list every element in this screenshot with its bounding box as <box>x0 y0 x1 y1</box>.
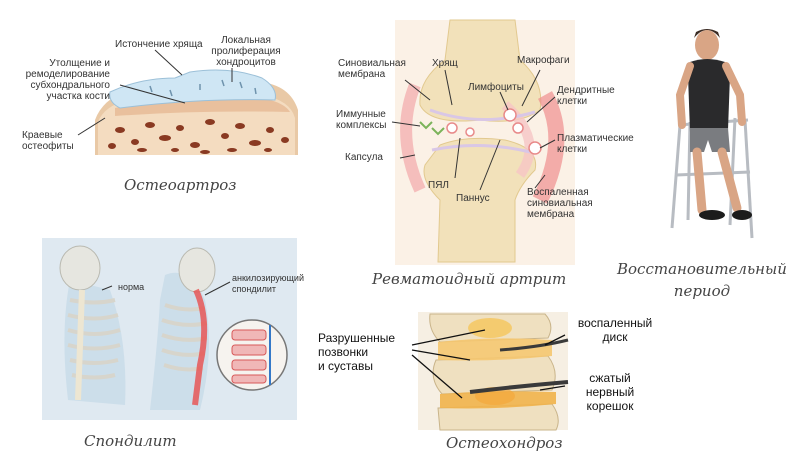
label-line: Утолщение и <box>49 58 110 69</box>
label-line: нервный <box>585 385 635 399</box>
label-line: Воспаленная <box>527 187 589 198</box>
label-dendritic-cells: Дендритные клетки <box>557 85 615 107</box>
label-line: участка кости <box>46 91 110 102</box>
label-line: воспаленный <box>577 316 653 330</box>
caption-recovery-period: Восстановительный период <box>617 258 787 302</box>
label-cartilage-thinning: Истончение хряща <box>115 39 203 50</box>
label-compressed-nerve-root: сжатый нервный корешок <box>575 371 645 413</box>
label-synovial-membrane: Синовиальная мембрана <box>338 58 406 80</box>
caption-osteoarthrosis: Остеоартроз <box>124 176 237 194</box>
label-line: корешок <box>586 399 634 413</box>
label-line: пролиферация <box>211 46 281 57</box>
label-subchondral-thickening: Утолщение и ремоделирование субхондральн… <box>22 58 110 102</box>
label-line: Локальная <box>221 35 271 46</box>
label-chondrocyte-proliferation: Локальная пролиферация хондроцитов <box>203 35 289 68</box>
label-line: Иммунные <box>336 109 386 120</box>
caption-line: период <box>673 282 731 300</box>
label-line: комплексы <box>336 120 387 131</box>
label-inflamed-synovium: Воспаленная синовиальная мембрана <box>527 187 593 220</box>
label-macrophages: Макрофаги <box>517 55 570 66</box>
label-line: Плазматические <box>557 133 634 144</box>
label-line: спондилит <box>232 284 277 294</box>
label-line: Разрушенные <box>318 331 396 345</box>
label-line: Краевые <box>22 130 63 141</box>
label-line: хондроцитов <box>216 57 276 68</box>
label-destroyed-vertebrae: Разрушенные позвонки и суставы <box>318 331 395 373</box>
label-line: клетки <box>557 96 588 107</box>
label-line: Синовиальная <box>338 58 406 69</box>
label-line: сжатый <box>589 371 631 385</box>
caption-osteochondrosis: Остеохондроз <box>446 434 563 452</box>
label-cartilage: Хрящ <box>432 58 458 69</box>
label-line: остеофиты <box>22 141 74 152</box>
label-line: ремоделирование <box>25 69 110 80</box>
label-ankylosing-spondylitis: анкилозирующий спондилит <box>232 273 304 295</box>
label-marginal-osteophytes: Краевые остеофиты <box>22 130 74 152</box>
label-line: Дендритные <box>557 85 615 96</box>
label-plasma-cells: Плазматические клетки <box>557 133 634 155</box>
label-line: синовиальная <box>527 198 593 209</box>
label-pmn: ПЯЛ <box>428 180 449 191</box>
label-line: анкилозирующий <box>232 273 304 283</box>
label-line: мембрана <box>338 69 386 80</box>
label-line: и суставы <box>318 359 373 373</box>
caption-rheumatoid-arthritis: Ревматоидный артрит <box>372 270 567 288</box>
label-pannus: Паннус <box>456 193 490 204</box>
label-line: клетки <box>557 144 588 155</box>
caption-spondylitis: Спондилит <box>84 432 177 450</box>
label-normal: норма <box>118 282 145 292</box>
label-line: позвонки <box>318 345 369 359</box>
label-line: диск <box>602 330 628 344</box>
label-line: мембрана <box>527 209 575 220</box>
label-capsule: Капсула <box>345 152 383 163</box>
label-inflamed-disc: воспаленный диск <box>575 316 655 344</box>
label-immune-complexes: Иммунные комплексы <box>336 109 386 131</box>
label-lymphocytes: Лимфоциты <box>468 82 524 93</box>
label-line: субхондрального <box>30 80 110 91</box>
caption-line: Восстановительный <box>617 260 787 278</box>
